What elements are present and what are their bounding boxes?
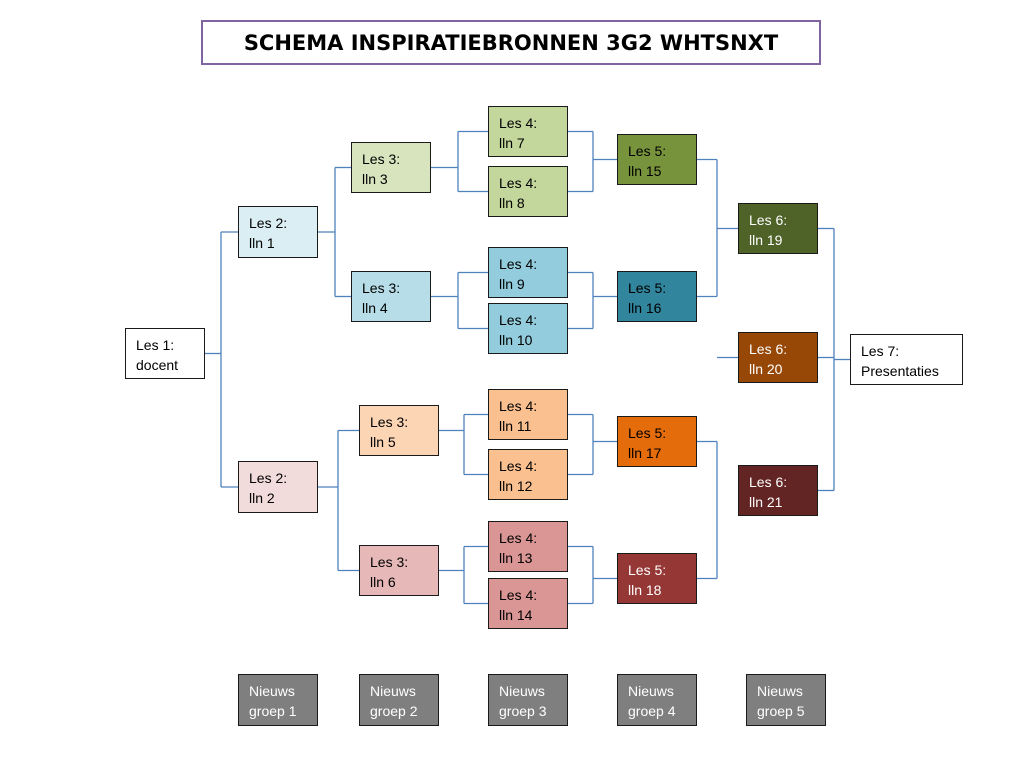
node-l3-6: Les 3: lln 6	[359, 545, 439, 596]
node-l2-1: Les 2: lln 1	[238, 206, 318, 258]
node-g3: Nieuws groep 3	[488, 674, 568, 726]
node-label-line2: lln 8	[499, 195, 525, 211]
node-label-line2: lln 21	[749, 494, 783, 510]
node-label-line1: Les 5:	[628, 562, 667, 578]
node-l5-18: Les 5: lln 18	[617, 553, 697, 604]
node-label-line2: lln 6	[370, 574, 396, 590]
node-label-line1: Les 5:	[628, 143, 667, 159]
node-label-line1: Les 7:	[861, 343, 900, 359]
node-label-line2: lln 18	[628, 582, 662, 598]
node-label-line2: lln 5	[370, 434, 396, 450]
node-label-line2: docent	[136, 357, 179, 373]
node-label-line1: Les 4:	[499, 530, 538, 546]
node-l4-8: Les 4: lln 8	[488, 166, 568, 217]
node-g5: Nieuws groep 5	[746, 674, 826, 726]
node-l4-14: Les 4: lln 14	[488, 578, 568, 629]
node-g2: Nieuws groep 2	[359, 674, 439, 726]
node-label-line1: Les 4:	[499, 458, 538, 474]
node-label-line2: lln 1	[249, 235, 275, 251]
node-l6-20: Les 6: lln 20	[738, 332, 818, 383]
node-label-line1: Les 5:	[628, 425, 667, 441]
node-label-line1: Les 6:	[749, 341, 788, 357]
node-l6-21: Les 6: lln 21	[738, 465, 818, 516]
node-label-line2: lln 12	[499, 478, 533, 494]
node-les7: Les 7: Presentaties	[850, 334, 963, 385]
node-l3-3: Les 3: lln 3	[351, 142, 431, 193]
node-label-line2: Presentaties	[861, 363, 939, 379]
node-label-line2: groep 4	[628, 703, 676, 719]
node-label-line1: Les 4:	[499, 312, 538, 328]
node-label-line1: Les 4:	[499, 398, 538, 414]
node-l5-17: Les 5: lln 17	[617, 416, 697, 467]
node-label-line2: lln 7	[499, 135, 525, 151]
node-label-line2: lln 3	[362, 171, 388, 187]
node-label-line2: lln 13	[499, 550, 533, 566]
node-g1: Nieuws groep 1	[238, 674, 318, 726]
node-l2-2: Les 2: lln 2	[238, 461, 318, 513]
node-label-line1: Les 4:	[499, 115, 538, 131]
node-l4-11: Les 4: lln 11	[488, 389, 568, 440]
node-label-line1: Les 4:	[499, 175, 538, 191]
node-label-line2: lln 14	[499, 607, 533, 623]
node-label-line1: Les 2:	[249, 470, 288, 486]
node-g4: Nieuws groep 4	[617, 674, 697, 726]
node-label-line2: lln 16	[628, 300, 662, 316]
node-label-line1: Les 4:	[499, 256, 538, 272]
node-label-line2: lln 20	[749, 361, 783, 377]
node-l4-10: Les 4: lln 10	[488, 303, 568, 354]
node-l3-4: Les 3: lln 4	[351, 271, 431, 322]
node-l5-15: Les 5: lln 15	[617, 134, 697, 185]
node-label-line1: Les 3:	[362, 151, 401, 167]
node-l4-9: Les 4: lln 9	[488, 247, 568, 298]
node-label-line1: Nieuws	[757, 683, 803, 699]
node-l4-7: Les 4: lln 7	[488, 106, 568, 157]
node-label-line1: Les 2:	[249, 215, 288, 231]
node-label-line2: lln 4	[362, 300, 388, 316]
node-label-line2: groep 3	[499, 703, 547, 719]
node-label-line2: groep 1	[249, 703, 297, 719]
node-label-line1: Nieuws	[628, 683, 674, 699]
node-label-line1: Les 3:	[370, 414, 409, 430]
node-l4-12: Les 4: lln 12	[488, 449, 568, 500]
node-label-line1: Nieuws	[499, 683, 545, 699]
node-label-line2: groep 2	[370, 703, 418, 719]
node-label-line2: groep 5	[757, 703, 805, 719]
node-l4-13: Les 4: lln 13	[488, 521, 568, 572]
node-label-line1: Les 4:	[499, 587, 538, 603]
node-label-line1: Les 6:	[749, 212, 788, 228]
node-label-line2: lln 9	[499, 276, 525, 292]
node-label-line2: lln 19	[749, 232, 783, 248]
node-label-line2: lln 2	[249, 490, 275, 506]
node-label-line1: Les 3:	[370, 554, 409, 570]
node-les1: Les 1: docent	[125, 328, 205, 379]
node-l3-5: Les 3: lln 5	[359, 405, 439, 456]
node-label-line1: Les 5:	[628, 280, 667, 296]
node-l5-16: Les 5: lln 16	[617, 271, 697, 322]
diagram-title: SCHEMA INSPIRATIEBRONNEN 3G2 WHTSNXT	[201, 20, 821, 65]
node-l6-19: Les 6: lln 19	[738, 203, 818, 254]
node-label-line2: lln 17	[628, 445, 662, 461]
node-label-line1: Nieuws	[370, 683, 416, 699]
node-label-line2: lln 10	[499, 332, 533, 348]
node-label-line2: lln 11	[499, 418, 532, 434]
node-label-line1: Les 6:	[749, 474, 788, 490]
node-label-line2: lln 15	[628, 163, 662, 179]
node-label-line1: Les 3:	[362, 280, 401, 296]
node-label-line1: Nieuws	[249, 683, 295, 699]
node-label-line1: Les 1:	[136, 337, 175, 353]
